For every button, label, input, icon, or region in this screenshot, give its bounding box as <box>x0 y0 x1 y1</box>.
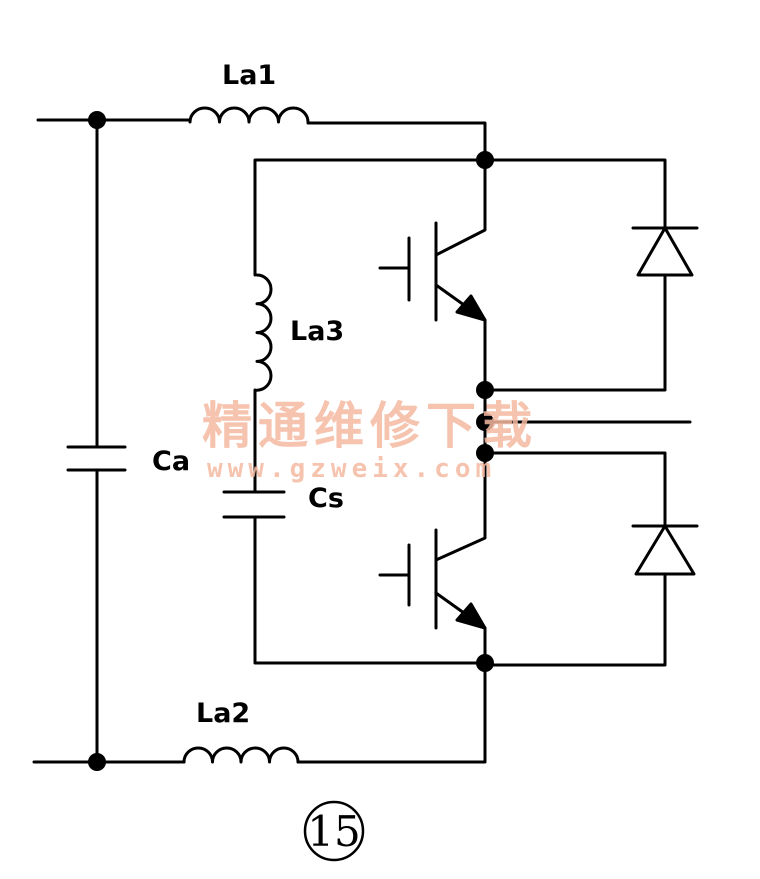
igbt-lower <box>378 451 487 665</box>
top-input-wire <box>36 118 487 162</box>
junction-dot <box>476 381 494 399</box>
label-la3: La3 <box>290 316 344 347</box>
label-ca: Ca <box>152 446 190 477</box>
label-la1: La1 <box>222 60 276 91</box>
junction-dot <box>88 753 106 771</box>
junction-dot <box>476 413 494 431</box>
junction-dots <box>88 111 494 771</box>
snubber-branch <box>253 158 487 665</box>
watermark-chinese: 精通维修下载 <box>202 397 538 455</box>
diode-upper <box>483 158 699 392</box>
label-la2: La2 <box>196 698 250 729</box>
inductor-la2 <box>182 746 300 764</box>
junction-dot <box>476 444 494 462</box>
figure-number: 15 <box>307 807 360 856</box>
figure-number-badge: 15 <box>303 800 365 862</box>
label-cs: Cs <box>308 483 344 514</box>
capacitor-cs <box>222 490 286 519</box>
igbt-upper <box>378 158 487 392</box>
junction-dot <box>476 151 494 169</box>
junction-dot <box>88 111 106 129</box>
capacitor-ca <box>66 118 127 764</box>
inductor-la1 <box>188 106 310 124</box>
junction-dot <box>476 654 494 672</box>
watermark-url: www.gzweix.com <box>207 454 496 484</box>
bottom-input-wire <box>32 663 487 764</box>
diode-lower <box>483 451 699 667</box>
inductor-la3 <box>255 273 273 392</box>
